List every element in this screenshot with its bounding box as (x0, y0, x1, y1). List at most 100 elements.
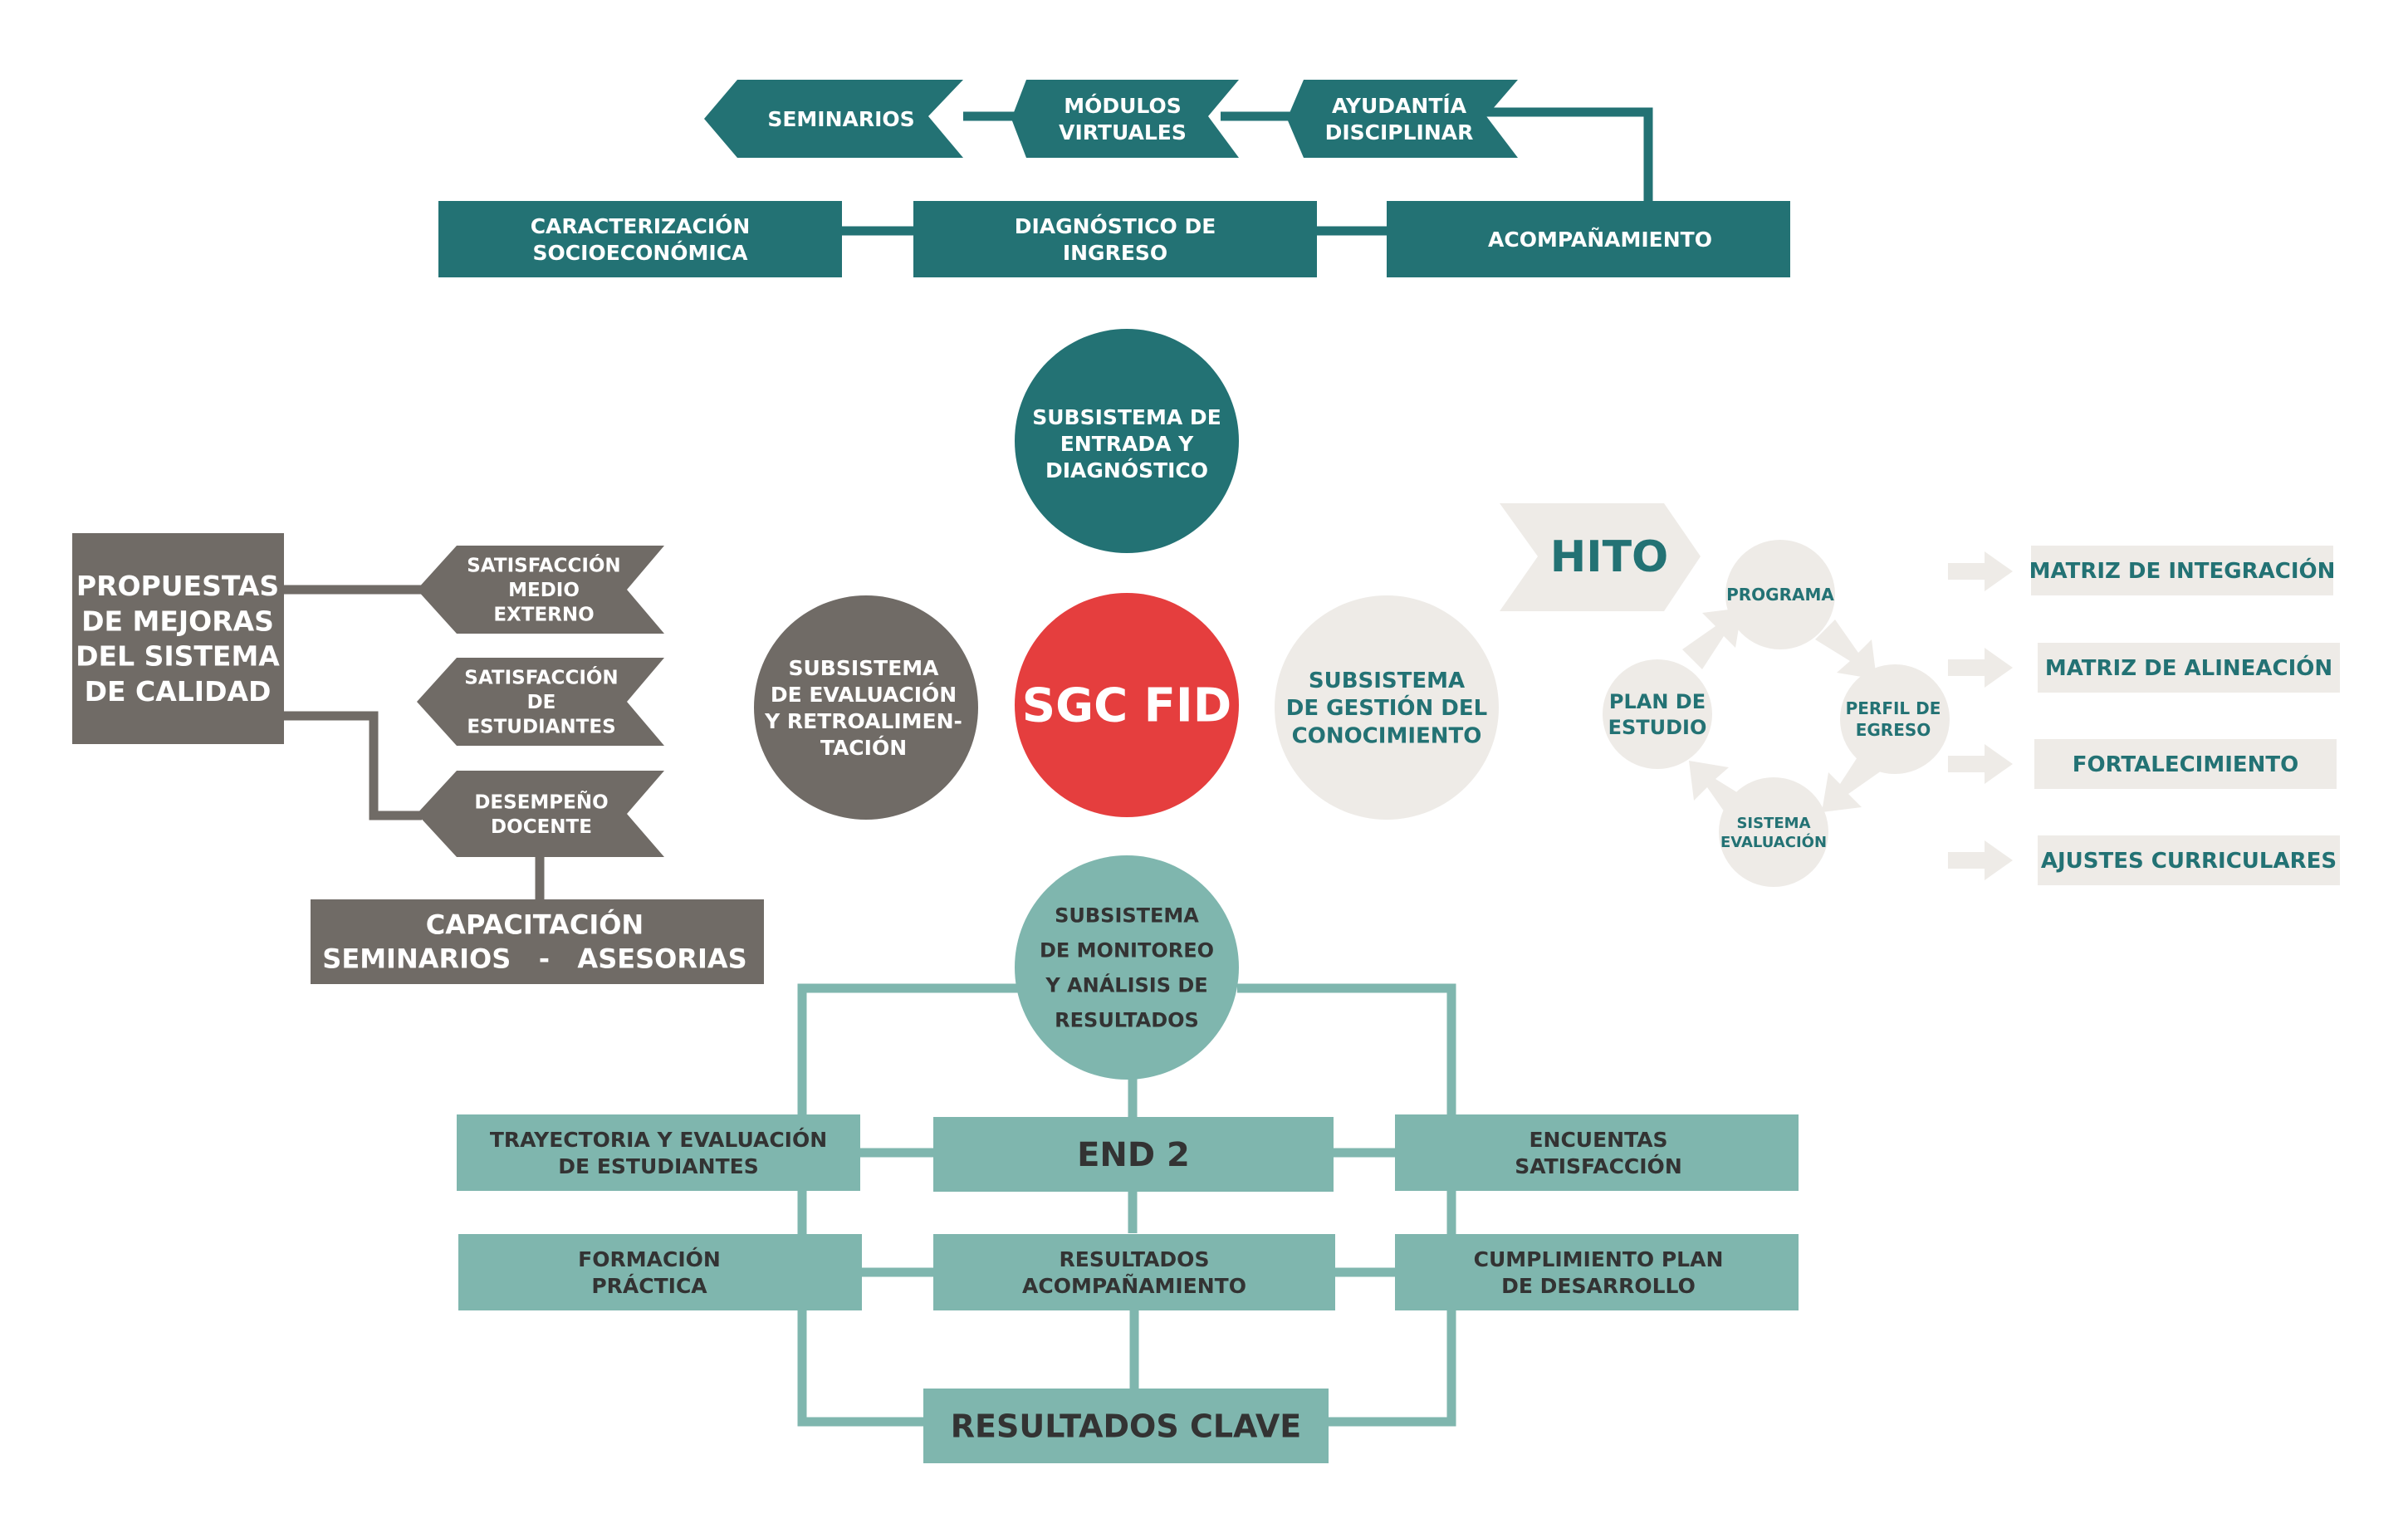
subsistema-evaluacion-label-line-4: TACIÓN (820, 735, 907, 760)
trayectoria-label-line-1: TRAYECTORIA Y EVALUACIÓN (490, 1127, 827, 1152)
seminarios-label-line-1: SEMINARIOS (767, 107, 914, 131)
caracterizacion-label-line-1: CARACTERIZACIÓN (531, 213, 751, 238)
subsistema-monitoreo-label-line-4: RESULTADOS (1055, 1008, 1199, 1031)
hito-label-line-1: HITO (1550, 532, 1669, 582)
subsistema-gestion-circle (1275, 595, 1499, 820)
connector-monitoreo-right-frame (1237, 983, 1456, 1427)
subsistema-entrada-label-line-2: ENTRADA Y (1060, 432, 1194, 456)
connector-acompanamiento-ayudantia (1486, 107, 1653, 201)
satisfaccion-estudiantes-label-line-3: ESTUDIANTES (467, 716, 615, 737)
satisfaccion-medio-externo-arrow (417, 546, 664, 634)
subsistema-gestion-label-line-1: SUBSISTEMA (1309, 669, 1465, 693)
cumplimiento-plan-label: CUMPLIMIENTO PLAN DE DESARROLLO (1474, 1247, 1724, 1298)
subsistema-evaluacion-label-line-3: Y RETROALIMEN- (764, 709, 962, 733)
subsistema-entrada-circle (1015, 329, 1239, 553)
cycle-arrow-programa-perfil-icon (1815, 620, 1877, 679)
caracterizacion-label-line-2: SOCIOECONÓMICA (533, 240, 749, 265)
sistema-evaluacion-label-line-1: SISTEMA (1736, 815, 1810, 832)
matriz-alineacion-box (2038, 643, 2340, 693)
pointer-arrow-ajustes-icon (1948, 840, 2013, 880)
matriz-integracion-label-line-1: MATRIZ DE INTEGRACIÓN (2029, 557, 2336, 584)
connectors (284, 107, 1653, 1427)
subsistema-evaluacion-label-line-1: SUBSISTEMA (788, 656, 939, 680)
diagnostico-label-line-1: DIAGNÓSTICO DE (1015, 213, 1216, 238)
propuestas-label-line-1: PROPUESTAS (76, 570, 279, 602)
sgc-fid-center-circle (1015, 593, 1239, 817)
ayudantia-disciplinar-label-line-1: AYUDANTÍA (1332, 94, 1467, 118)
subsistema-evaluacion-label-line-2: DE EVALUACIÓN (771, 682, 957, 707)
trayectoria-box (457, 1114, 860, 1191)
desempeno-docente-label-line-1: DESEMPEÑO (474, 790, 608, 813)
matrix-pointer-arrows (1948, 551, 2013, 880)
plan-estudio-label-line-2: ESTUDIO (1608, 716, 1707, 739)
perfil-egreso-circle (1840, 664, 1950, 774)
trayectoria-label-line-2: DE ESTUDIANTES (558, 1154, 758, 1178)
fortalecimiento-label: FORTALECIMIENTO (2073, 752, 2299, 777)
ayudantia-disciplinar-arrow (1287, 80, 1518, 158)
cumplimiento-plan-label-line-1: CUMPLIMIENTO PLAN (1474, 1247, 1724, 1271)
acompanamiento-label: ACOMPAÑAMIENTO (1488, 228, 1712, 252)
desempeno-docente-arrow (417, 771, 664, 857)
acompanamiento-label-line-1: ACOMPAÑAMIENTO (1488, 228, 1712, 252)
hito-arrow (1500, 503, 1701, 611)
propuestas-label-line-4: DE CALIDAD (85, 675, 272, 708)
capacitacion-label-line-1: CAPACITACIÓN (426, 909, 644, 941)
propuestas-label-line-2: DE MEJORAS (81, 605, 274, 637)
resultados-acompanamiento-label-line-1: RESULTADOS (1060, 1247, 1210, 1271)
end2-label: END 2 (1077, 1136, 1190, 1174)
programa-label: PROGRAMA (1726, 585, 1834, 605)
satisfaccion-medio-externo-label-line-1: SATISFACCIÓN (467, 554, 620, 577)
hito-label: HITO (1550, 532, 1669, 582)
end2-label-line-1: END 2 (1077, 1136, 1190, 1174)
subsistema-gestion-label-line-2: DE GESTIÓN DEL (1286, 694, 1487, 721)
sgc-fid-label-line-1: SGC FID (1022, 679, 1231, 733)
ayudantia-disciplinar-label-line-2: DISCIPLINAR (1325, 120, 1474, 144)
plan-estudio-label: PLAN DE ESTUDIO (1608, 690, 1707, 739)
pointer-arrow-fortalecimiento-icon (1948, 744, 2013, 784)
matriz-alineacion-label-line-1: MATRIZ DE ALINEACIÓN (2045, 654, 2332, 681)
sistema-evaluacion-circle (1719, 777, 1828, 887)
cycle-arrow-plan-programa-icon (1682, 608, 1742, 669)
encuentas-label-line-2: SATISFACCIÓN (1515, 1154, 1682, 1178)
satisfaccion-estudiantes-arrow (417, 658, 664, 746)
subsistema-entrada-label-line-1: SUBSISTEMA DE (1032, 405, 1221, 429)
ajustes-curriculares-label-line-1: AJUSTES CURRICULARES (2041, 849, 2337, 874)
subsistema-monitoreo-label-line-3: Y ANÁLISIS DE (1045, 972, 1207, 997)
modulos-virtuales-label-line-2: VIRTUALES (1059, 120, 1187, 144)
connector-monitoreo-left-frame (797, 983, 1020, 1427)
matriz-integracion-box (2031, 546, 2333, 595)
subsistema-monitoreo-circle (1015, 855, 1239, 1080)
cumplimiento-plan-label-line-2: DE DESARROLLO (1501, 1274, 1696, 1298)
matriz-alineacion-label: MATRIZ DE ALINEACIÓN (2045, 654, 2332, 681)
pointer-arrow-integracion-icon (1948, 551, 2013, 591)
formacion-practica-box (458, 1234, 862, 1310)
plan-estudio-label-line-1: PLAN DE (1609, 690, 1706, 713)
seminarios-label: SEMINARIOS (767, 107, 914, 131)
ajustes-curriculares-label: AJUSTES CURRICULARES (2041, 849, 2337, 874)
fortalecimiento-label-line-1: FORTALECIMIENTO (2073, 752, 2299, 777)
matriz-integracion-label: MATRIZ DE INTEGRACIÓN (2029, 557, 2336, 584)
fortalecimiento-box (2034, 739, 2337, 789)
